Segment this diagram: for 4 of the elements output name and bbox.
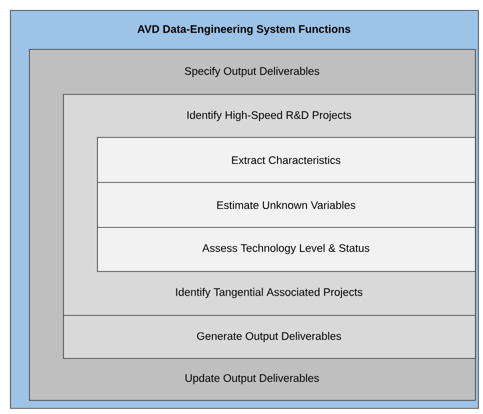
function-box: Extract Characteristics [97, 137, 476, 183]
function-box: Estimate Unknown Variables [97, 182, 476, 228]
function-box: Assess Technology Level & Status [97, 227, 476, 272]
function-box: Generate Output Deliverables [63, 315, 476, 359]
